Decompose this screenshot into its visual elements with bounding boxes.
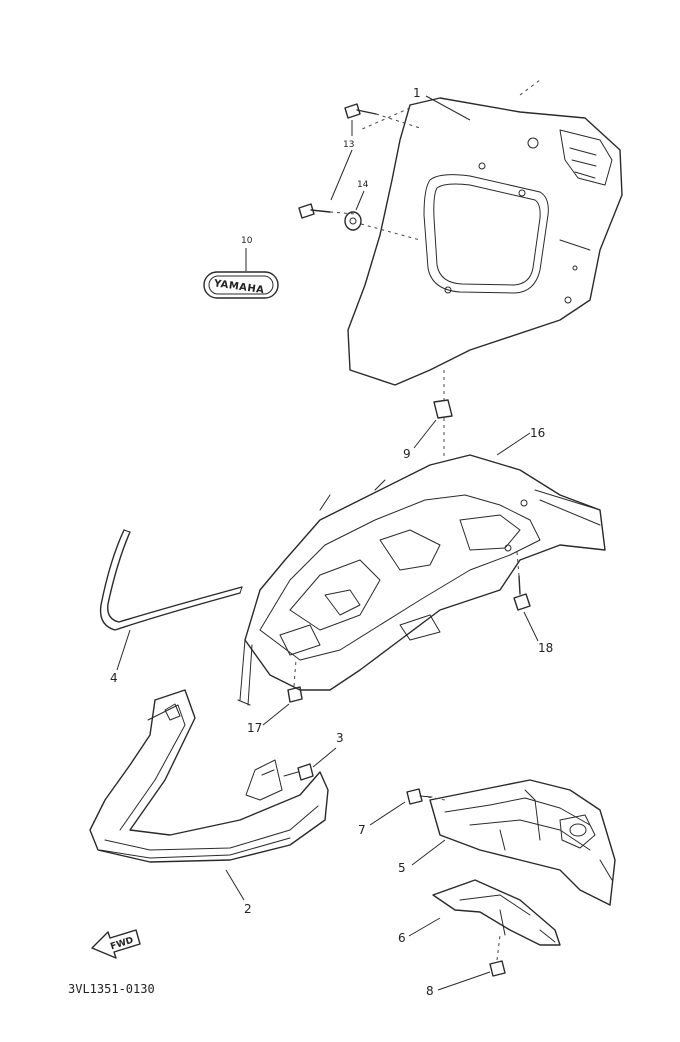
callout-1: 1	[413, 86, 471, 121]
svg-text:3: 3	[336, 731, 344, 745]
seal-strip-part-4	[99, 529, 243, 631]
svg-text:1: 1	[413, 86, 421, 100]
bracket-part-5	[427, 779, 616, 906]
callout-13: 13	[330, 120, 354, 201]
bolt-part-7	[406, 788, 433, 805]
front-cowl-part-1	[347, 79, 623, 386]
svg-text:14: 14	[357, 180, 369, 190]
inner-panel-part-16	[237, 454, 606, 706]
forward-arrow-icon: FWD	[91, 929, 141, 959]
callout-9: 9	[403, 419, 437, 461]
callout-16: 16	[496, 426, 545, 456]
screw-part-3	[283, 763, 314, 781]
svg-text:3VL1351-0130: 3VL1351-0130	[68, 982, 155, 996]
screw-part-13	[298, 103, 421, 219]
callout-14: 14	[355, 180, 369, 211]
svg-text:17: 17	[247, 721, 262, 735]
svg-text:4: 4	[110, 671, 118, 685]
svg-text:5: 5	[398, 861, 406, 875]
svg-text:6: 6	[398, 931, 406, 945]
callout-7: 7	[358, 801, 406, 837]
svg-text:10: 10	[241, 236, 253, 246]
svg-text:8: 8	[426, 984, 434, 998]
svg-text:13: 13	[343, 140, 354, 150]
callout-18: 18	[523, 611, 553, 655]
bolt-part-8	[489, 934, 506, 977]
svg-text:7: 7	[358, 823, 366, 837]
lower-cowl-part-2	[89, 689, 329, 863]
callout-10: 10	[241, 236, 253, 271]
bolt-part-18	[513, 551, 531, 611]
nut-part-9	[433, 370, 453, 460]
callout-8: 8	[426, 971, 491, 998]
svg-text:16: 16	[530, 426, 545, 440]
svg-text:2: 2	[244, 902, 252, 916]
nut-part-17	[287, 659, 303, 703]
grommet-part-14	[344, 211, 421, 241]
callout-5: 5	[398, 839, 446, 875]
callout-3: 3	[312, 731, 344, 768]
figure-code: 3VL1351-0130	[68, 982, 155, 996]
svg-text:9: 9	[403, 447, 411, 461]
callout-4: 4	[110, 629, 131, 685]
yamaha-emblem-part-10: YAMAHA	[203, 271, 279, 299]
callout-6: 6	[398, 917, 441, 945]
callout-2: 2	[225, 869, 252, 916]
stay-part-6	[432, 879, 561, 946]
callout-17: 17	[247, 703, 290, 735]
svg-text:18: 18	[538, 641, 553, 655]
